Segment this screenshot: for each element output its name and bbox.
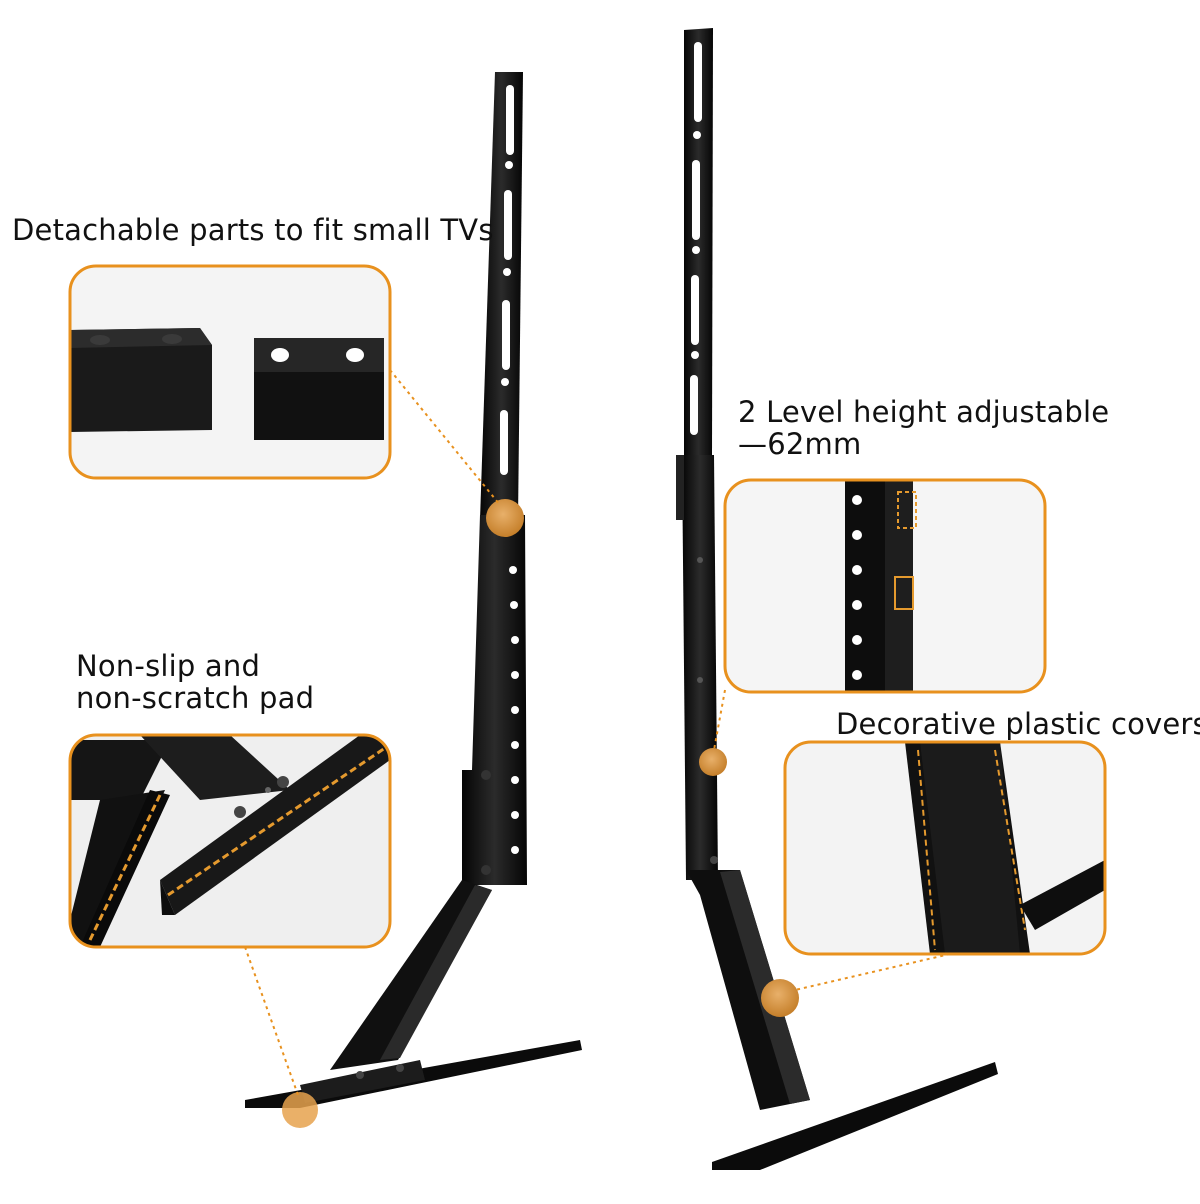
decorative-covers-callout xyxy=(783,740,1107,956)
non-slip-line1: Non-slip and xyxy=(76,649,261,683)
non-slip-line2: non-scratch pad xyxy=(76,681,315,715)
height-adjustable-label: 2 Level height adjustable —62mm xyxy=(738,396,1109,460)
decorative-covers-label: Decorative plastic covers xyxy=(836,707,1200,741)
detachable-parts-label: Detachable parts to fit small TVs xyxy=(12,213,494,247)
detachable-parts-callout xyxy=(68,264,392,480)
left-stand xyxy=(245,72,582,1128)
detachable-marker xyxy=(486,499,524,537)
pad-marker xyxy=(282,1092,318,1128)
cover-marker xyxy=(761,979,799,1017)
non-slip-pad-callout xyxy=(68,733,392,949)
leader-lines xyxy=(244,369,951,1096)
non-slip-pad-label: Non-slip and non-scratch pad xyxy=(76,650,314,714)
height-adjustable-callout xyxy=(723,478,1047,694)
right-stand xyxy=(676,28,998,1170)
height-marker xyxy=(699,748,727,776)
height-line1: 2 Level height adjustable xyxy=(738,395,1110,429)
height-line2: —62mm xyxy=(738,427,862,461)
